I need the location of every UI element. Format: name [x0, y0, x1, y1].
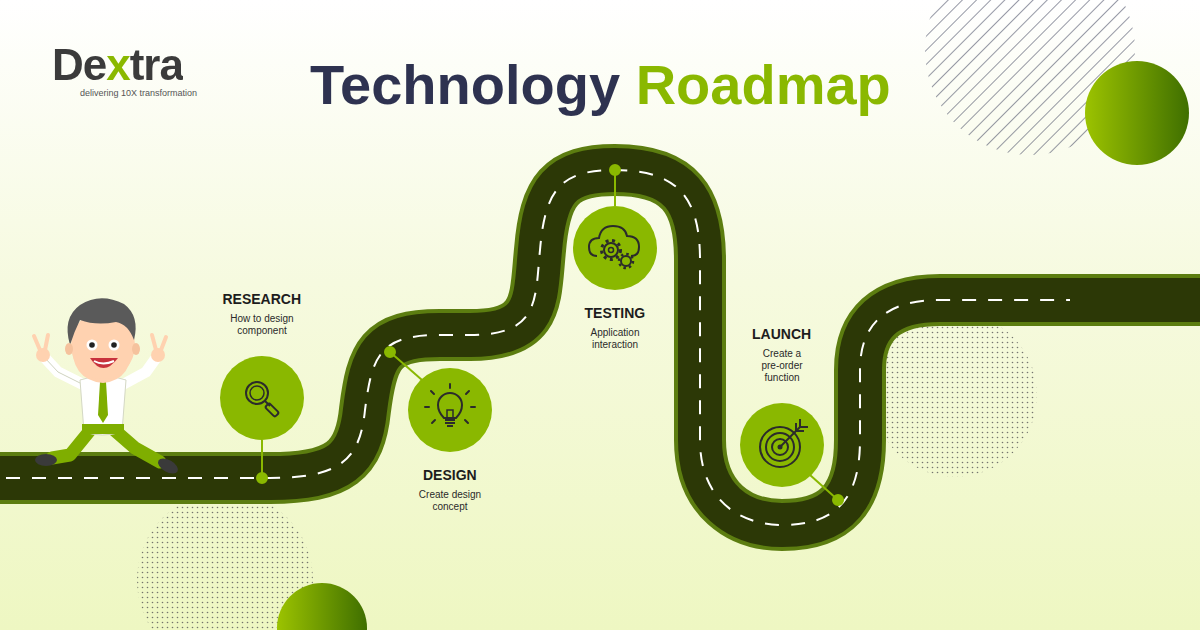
diagram-title: Technology Roadmap — [310, 52, 891, 117]
roadmap-stage: LAUNCH Create a pre-order function — [736, 326, 828, 489]
road-surface — [0, 170, 1200, 525]
stage-heading: TESTING — [585, 305, 646, 321]
road-dot — [257, 473, 267, 483]
stage-heading: RESEARCH — [223, 291, 302, 307]
stage-circle-fill — [220, 356, 304, 440]
logo-tagline: delivering 10X transformation — [80, 88, 197, 98]
stage-heading: DESIGN — [423, 467, 477, 483]
stage-circle-fill — [740, 403, 824, 487]
green-circle — [277, 583, 367, 630]
stage-heading: LAUNCH — [752, 326, 811, 342]
logo-text: Dextra — [52, 40, 183, 90]
road-dot — [610, 165, 620, 175]
stage-circle — [738, 401, 826, 489]
stage-icon — [760, 419, 808, 467]
stage-icon — [589, 226, 639, 268]
stage-icon — [425, 384, 475, 426]
stage-icon — [246, 382, 279, 417]
dotted-circle — [873, 313, 1037, 477]
stage-description: How to design component — [216, 313, 308, 337]
leader-line — [390, 352, 422, 380]
leader-lines — [257, 165, 843, 505]
road-edge — [0, 170, 1200, 525]
stage-circle — [218, 354, 306, 442]
stage-circle — [571, 204, 659, 292]
stage-circle-fill — [573, 206, 657, 290]
stage-description: Create design concept — [404, 489, 496, 513]
roadmap-stage: RESEARCH How to design component — [212, 291, 312, 442]
road-markings — [0, 170, 1070, 525]
stage-description: Application interaction — [579, 327, 651, 351]
road-dot — [833, 495, 843, 505]
stage-circle — [406, 366, 494, 454]
road — [0, 170, 1200, 525]
stage-circle-fill — [408, 368, 492, 452]
roadmap-stage: TESTING Application interaction — [569, 204, 661, 351]
roadmap-stage: DESIGN Create design concept — [400, 366, 500, 513]
road-dot — [385, 347, 395, 357]
stage-description: Create a pre-order function — [753, 348, 811, 384]
cartoon-man — [34, 298, 181, 476]
green-circle — [1085, 61, 1189, 165]
